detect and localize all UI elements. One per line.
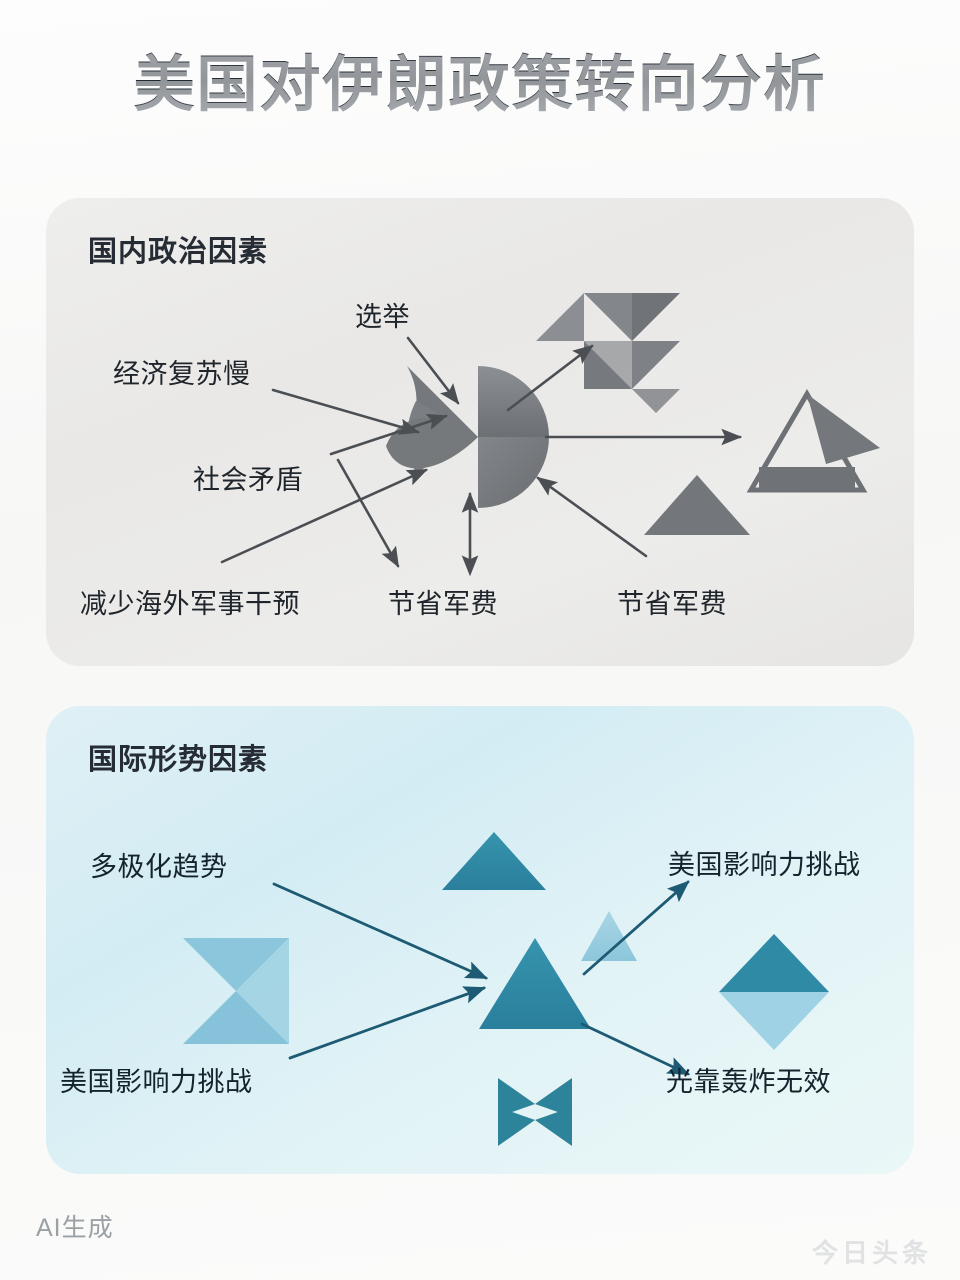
decor-outline-triangle [746,389,880,493]
label-slow-recovery: 经济复苏慢 [113,359,251,389]
arrow-election-to-hub [406,336,460,405]
arrow-hub-to-cluster [506,344,594,412]
label-us-influence-2: 美国影响力挑战 [60,1067,253,1097]
hub-pinwheel-shape [407,366,549,508]
label-bombing-futile: 光靠轰炸无效 [666,1067,831,1097]
decor-triangle-top [442,832,546,890]
panel-international-heading: 国际形势因素 [88,744,269,776]
arrow-social-to-hub [329,413,448,456]
decor-diamond-shape [719,934,829,1050]
label-save-military-1: 节省军费 [388,589,498,619]
decor-star-cluster [498,1078,572,1146]
label-us-influence-1: 美国影响力挑战 [668,850,861,880]
panel-international-factors: 国际形势因素 [46,706,914,1174]
arrow-hub-to-save-right [536,476,648,558]
arrow-social-to-reduce [336,458,400,568]
decor-solid-triangle [644,475,750,535]
page-title: 美国对伊朗政策转向分析 [133,50,827,118]
source-watermark: 今日头条 [811,1238,932,1268]
panel-domestic-heading: 国内政治因素 [88,236,269,268]
label-social-conflict: 社会矛盾 [193,465,303,495]
page-title-wrapper: 美国对伊朗政策转向分析 [0,52,960,116]
ai-generated-credit: AI生成 [36,1214,114,1242]
decor-pinwheel-cluster [536,293,680,413]
arrow-hub-to-influence-right [582,880,690,976]
label-reduce-overseas: 减少海外军事干预 [80,589,300,619]
arrow-influence-left-to-hub [288,986,487,1060]
decor-triangle-small-light [581,911,637,961]
label-save-military-2: 节省军费 [617,589,727,619]
arrow-multipolar-to-hub [272,882,489,980]
hub-left-petal [386,417,478,469]
label-multipolar: 多极化趋势 [90,852,228,882]
label-election: 选举 [355,302,410,332]
hub-triangle [479,938,591,1029]
arrow-recovery-to-hub [271,388,420,435]
decor-bowtie-shape [183,938,289,1044]
